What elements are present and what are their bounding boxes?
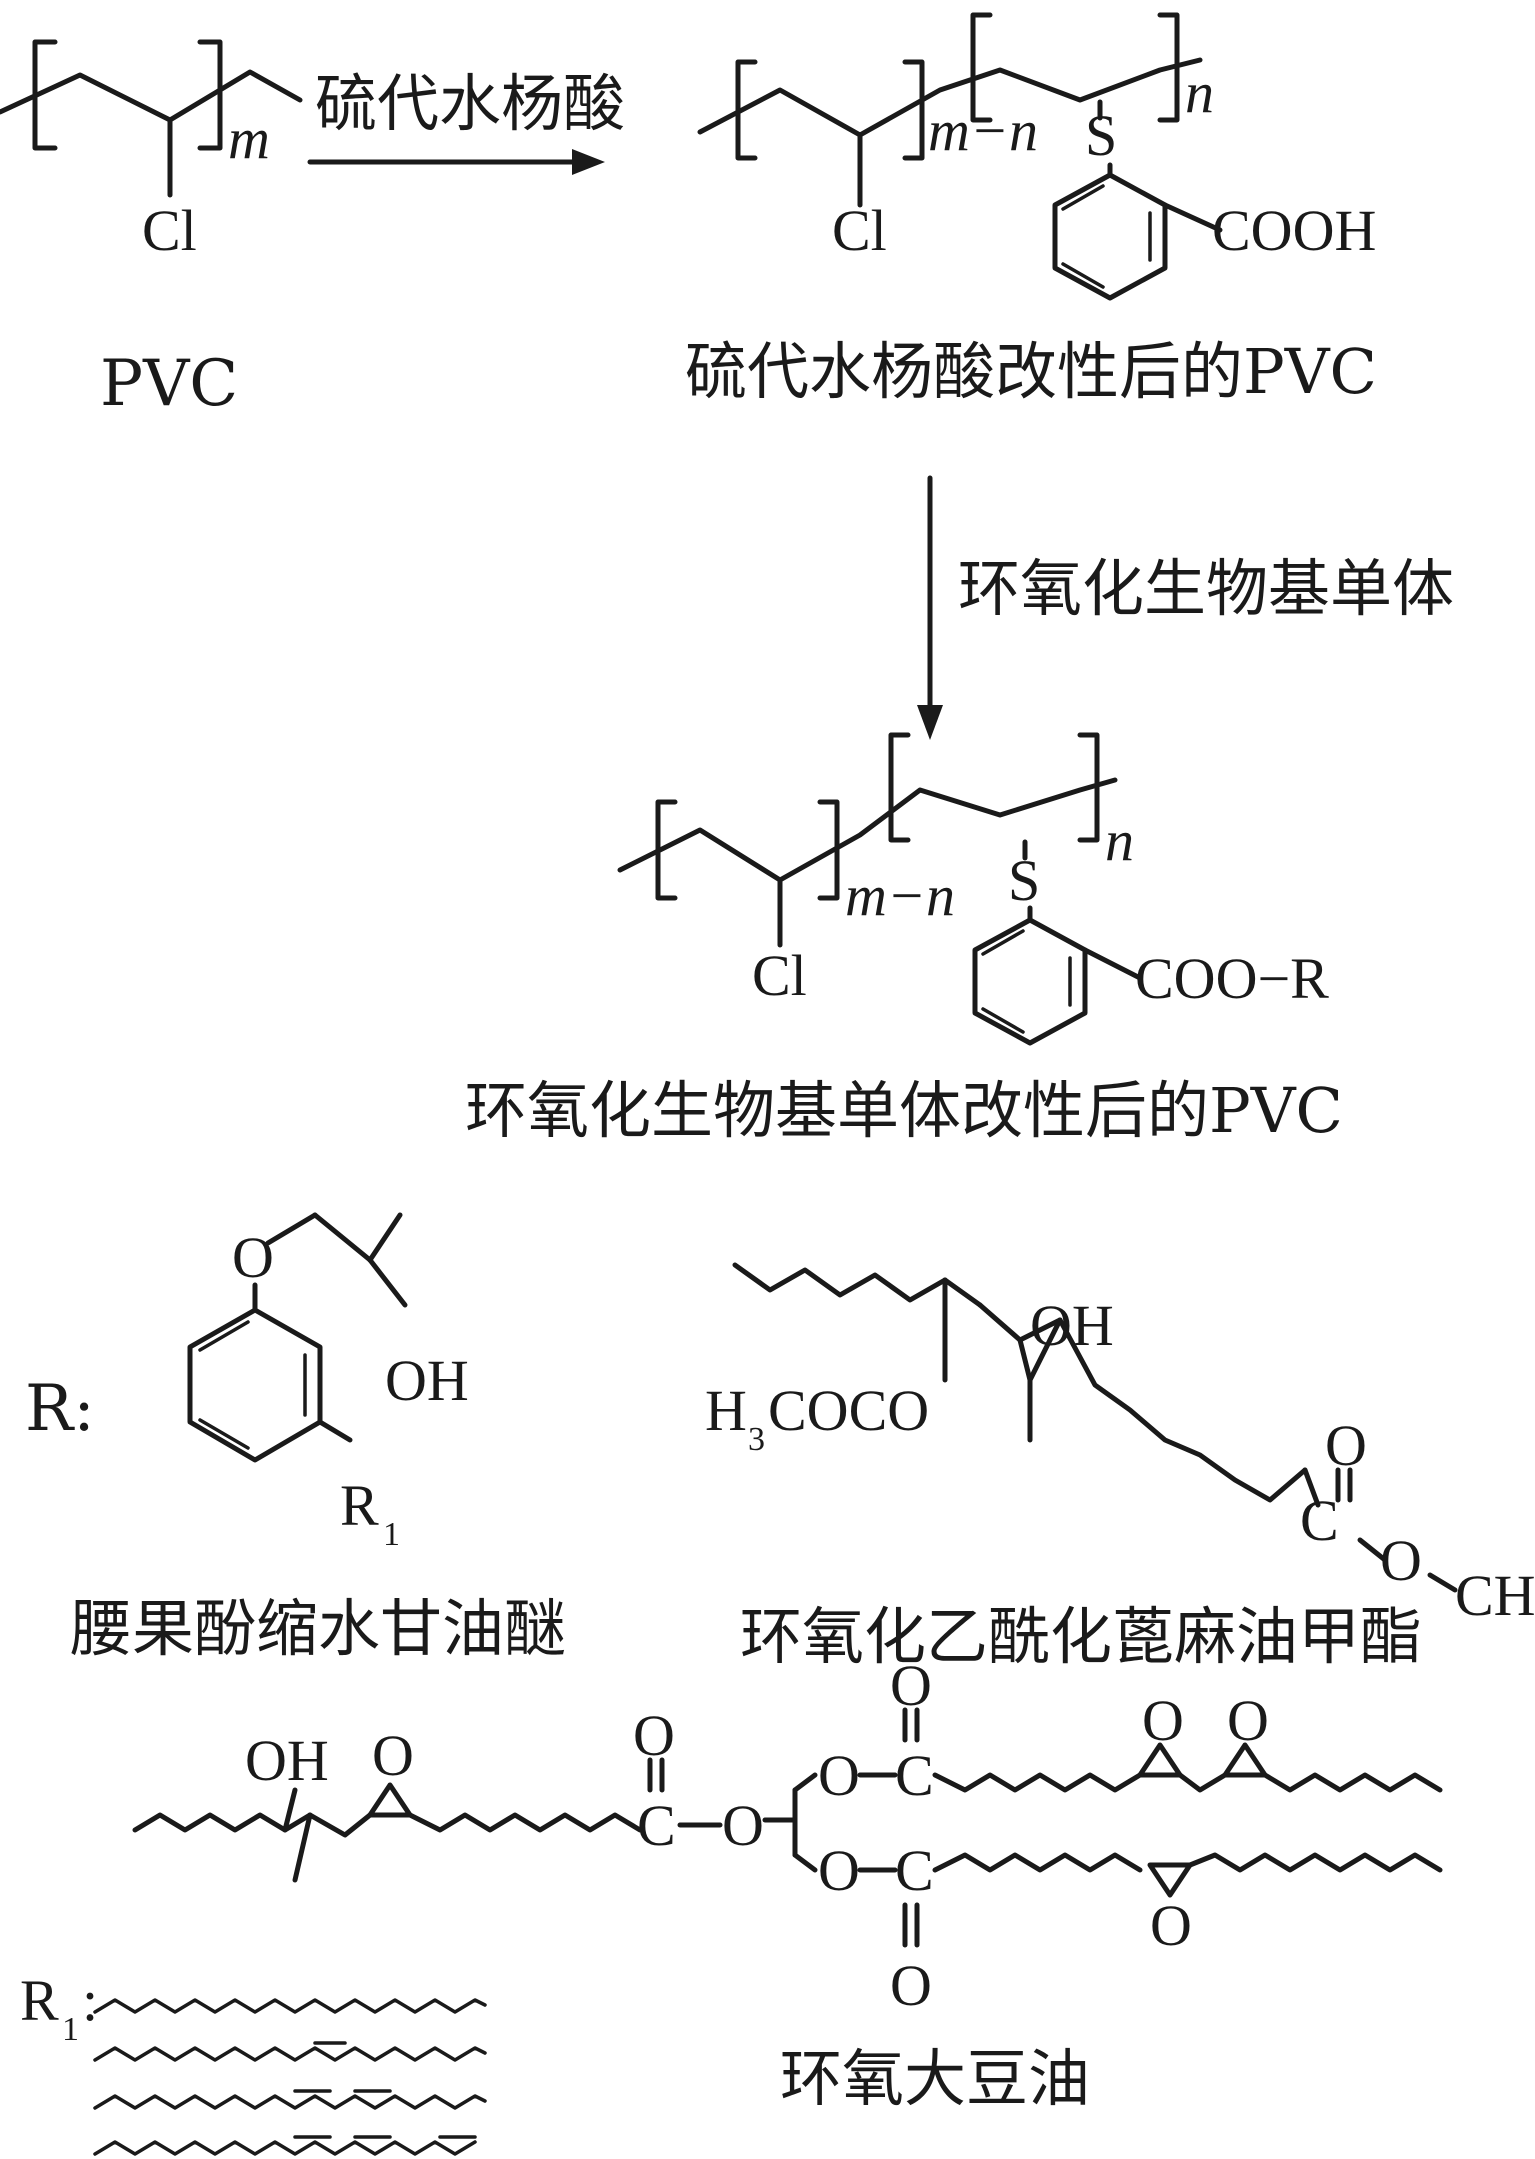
pvc-label: PVC xyxy=(100,347,238,421)
soybean-c-label-3: C xyxy=(895,1838,934,1903)
ricinoleate-h-label: H xyxy=(705,1378,747,1443)
reagent-epoxidized-monomer: 环氧化生物基单体 xyxy=(958,552,1454,625)
soybean-oh-label: OH xyxy=(245,1728,329,1793)
r1-chains: R 1 : xyxy=(20,1968,487,2156)
cardanol-oh-label: OH xyxy=(385,1348,469,1413)
reaction-arrow-2 xyxy=(917,475,943,740)
soybean-ester-o-label-3: O xyxy=(818,1838,860,1903)
soybean-oil-structure: OH O O C O O O O C C O O O O xyxy=(132,1653,1443,2018)
ricinoleate-h3-subscript: 3 xyxy=(748,1421,765,1458)
epoxy-pvc-cl-label: Cl xyxy=(752,943,807,1008)
epoxy-pvc-subscript-mn: m−n xyxy=(845,863,955,928)
pvc-cl-label: Cl xyxy=(142,198,197,263)
r1-chain-subscript: 1 xyxy=(62,2011,79,2048)
cardanol-o-label: O xyxy=(232,1225,274,1290)
thio-pvc-subscript-mn: m−n xyxy=(928,98,1038,163)
epoxy-pvc-label: 环氧化生物基单体改性后的PVC xyxy=(465,1074,1343,1147)
ricinoleate-carbonyl-o-label: O xyxy=(1325,1413,1367,1478)
thio-pvc-s-label: S xyxy=(1085,103,1117,168)
ricinoleate-ch3-label: CH xyxy=(1455,1563,1535,1628)
soybean-oil-label: 环氧大豆油 xyxy=(780,2042,1090,2115)
soybean-epoxide-o-label-1: O xyxy=(372,1723,414,1788)
ricinoleate-oh-label: OH xyxy=(1030,1293,1114,1358)
thio-pvc-cl-label: Cl xyxy=(832,198,887,263)
cardanol-r1-subscript: 1 xyxy=(383,1516,400,1553)
ricinoleate-ester-o-label: O xyxy=(1380,1528,1422,1593)
ricinoleate-structure: OH H 3 COCO O C O CH xyxy=(705,1262,1535,1628)
soybean-epoxide-o-label-2: O xyxy=(1142,1688,1184,1753)
epoxy-pvc-s-label: S xyxy=(1008,848,1040,913)
ricinoleate-c-label: C xyxy=(1300,1488,1339,1553)
soybean-ester-o-label-2: O xyxy=(818,1743,860,1808)
ricinoleate-label: 环氧化乙酰化蓖麻油甲酯 xyxy=(740,1600,1422,1673)
r-group-label: R: xyxy=(25,1372,95,1446)
ricinoleate-coco-label: COCO xyxy=(768,1378,929,1443)
reagent-thiosalicylic-acid: 硫代水杨酸 xyxy=(315,67,625,140)
soybean-epoxide-o-label-3: O xyxy=(1227,1688,1269,1753)
r1-chain-label: R xyxy=(20,1968,59,2033)
soybean-carbonyl-o-label-2: O xyxy=(890,1653,932,1718)
pvc-structure: m Cl xyxy=(0,39,303,263)
cardanol-r1-label: R xyxy=(340,1473,379,1538)
thio-pvc-structure: m−n n S Cl COOH xyxy=(697,12,1376,301)
thio-pvc-label: 硫代水杨酸改性后的PVC xyxy=(685,335,1377,408)
pvc-subscript-m: m xyxy=(228,106,270,171)
soybean-c-label-2: C xyxy=(895,1743,934,1808)
epoxy-pvc-structure: m−n n S Cl COO−R xyxy=(617,732,1329,1046)
reaction-arrow-1 xyxy=(307,149,605,175)
thio-pvc-subscript-n: n xyxy=(1185,60,1214,125)
r1-chain-colon: : xyxy=(82,1968,98,2033)
soybean-c-label-1: C xyxy=(637,1793,676,1858)
soybean-carbonyl-o-label-3: O xyxy=(890,1953,932,2018)
cardanol-glycidyl-ether-label: 腰果酚缩水甘油醚 xyxy=(70,1592,566,1665)
thio-pvc-cooh-label: COOH xyxy=(1212,198,1376,263)
epoxy-pvc-coor-label: COO−R xyxy=(1135,946,1329,1011)
soybean-carbonyl-o-label-1: O xyxy=(633,1703,675,1768)
soybean-epoxide-o-label-4: O xyxy=(1150,1893,1192,1958)
epoxy-pvc-subscript-n: n xyxy=(1105,808,1134,873)
cardanol-glycidyl-ether-structure: O OH R 1 xyxy=(187,1212,469,1553)
soybean-ester-o-label-1: O xyxy=(722,1793,764,1858)
